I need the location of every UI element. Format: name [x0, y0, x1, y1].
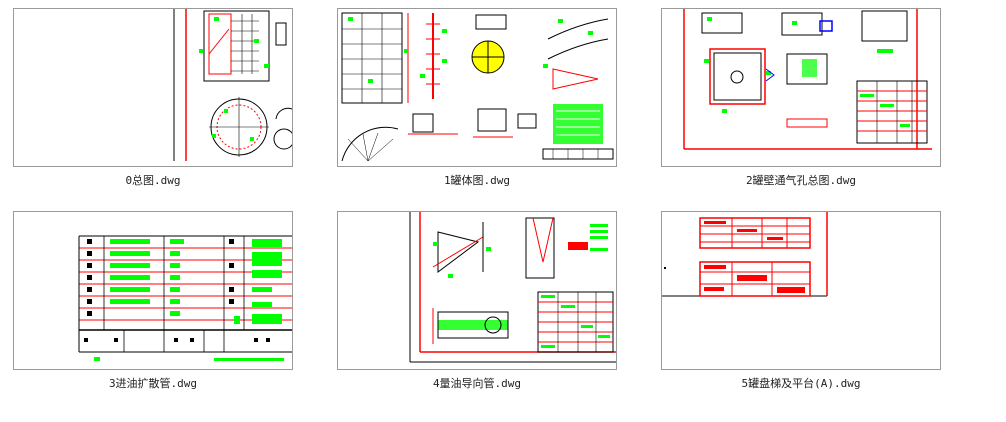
- file-thumbnail-0[interactable]: [13, 8, 293, 167]
- file-name[interactable]: 1罐体图.dwg: [443, 174, 511, 187]
- file-name[interactable]: 0总图.dwg: [125, 174, 181, 187]
- file-item-5[interactable]: 5罐盘梯及平台(A).dwg: [661, 211, 941, 401]
- cad-drawing-thumbnail-icon: [78, 235, 292, 361]
- cad-drawing-thumbnail-icon: [409, 212, 616, 363]
- file-name[interactable]: 4量油导向管.dwg: [432, 377, 522, 390]
- file-item-0[interactable]: 0总图.dwg: [13, 8, 293, 198]
- file-item-2[interactable]: 2罐壁通气孔总图.dwg: [661, 8, 941, 198]
- file-thumbnail-3[interactable]: [13, 211, 293, 370]
- cad-drawing-thumbnail-icon: [173, 9, 292, 161]
- file-name[interactable]: 5罐盘梯及平台(A).dwg: [741, 377, 861, 390]
- file-thumbnail-4[interactable]: [337, 211, 617, 370]
- file-thumbnail-2[interactable]: [661, 8, 941, 167]
- file-item-1[interactable]: 1罐体图.dwg: [337, 8, 617, 198]
- file-thumbnail-5[interactable]: [661, 211, 941, 370]
- file-name[interactable]: 3进油扩散管.dwg: [108, 377, 198, 390]
- cad-drawing-thumbnail-icon: [683, 9, 932, 150]
- file-thumbnail-1[interactable]: [337, 8, 617, 167]
- cad-drawing-thumbnail-icon: [662, 212, 828, 297]
- file-item-4[interactable]: 4量油导向管.dwg: [337, 211, 617, 401]
- file-item-3[interactable]: 3进油扩散管.dwg: [13, 211, 293, 401]
- file-name[interactable]: 2罐壁通气孔总图.dwg: [745, 174, 857, 187]
- cad-drawing-thumbnail-icon: [341, 12, 614, 162]
